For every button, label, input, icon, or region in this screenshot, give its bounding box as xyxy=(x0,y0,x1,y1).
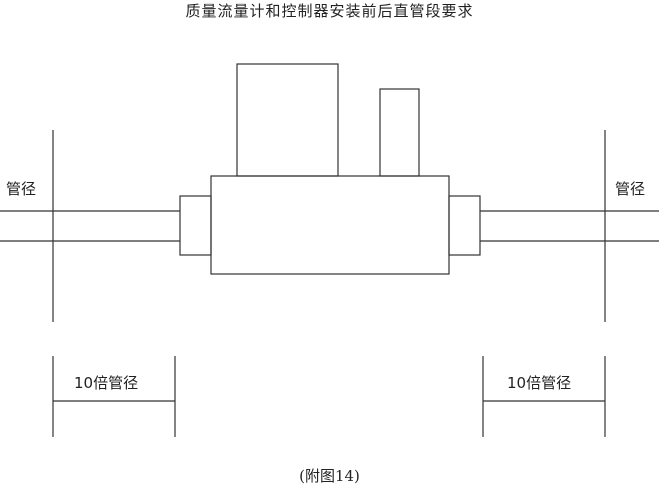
left-pipe xyxy=(0,210,180,242)
flowmeter-body xyxy=(210,175,450,275)
left-pipe-diameter-label: 管径 xyxy=(6,180,36,198)
left-straight-length-dimension: 10倍管径 xyxy=(52,356,176,437)
left-straight-length-label: 10倍管径 xyxy=(74,374,138,392)
transmitter-housing xyxy=(236,63,339,177)
right-straight-length-label: 10倍管径 xyxy=(507,374,571,392)
left-flange xyxy=(179,195,212,256)
right-straight-length-dimension: 10倍管径 xyxy=(482,356,606,437)
right-pipe xyxy=(480,210,659,242)
junction-box xyxy=(379,88,420,177)
diagram-title: 质量流量计和控制器安装前后直管段要求 xyxy=(185,2,474,20)
right-flange xyxy=(448,195,481,256)
right-pipe-diameter-label: 管径 xyxy=(615,180,645,198)
figure-caption: (附图14) xyxy=(299,467,360,485)
